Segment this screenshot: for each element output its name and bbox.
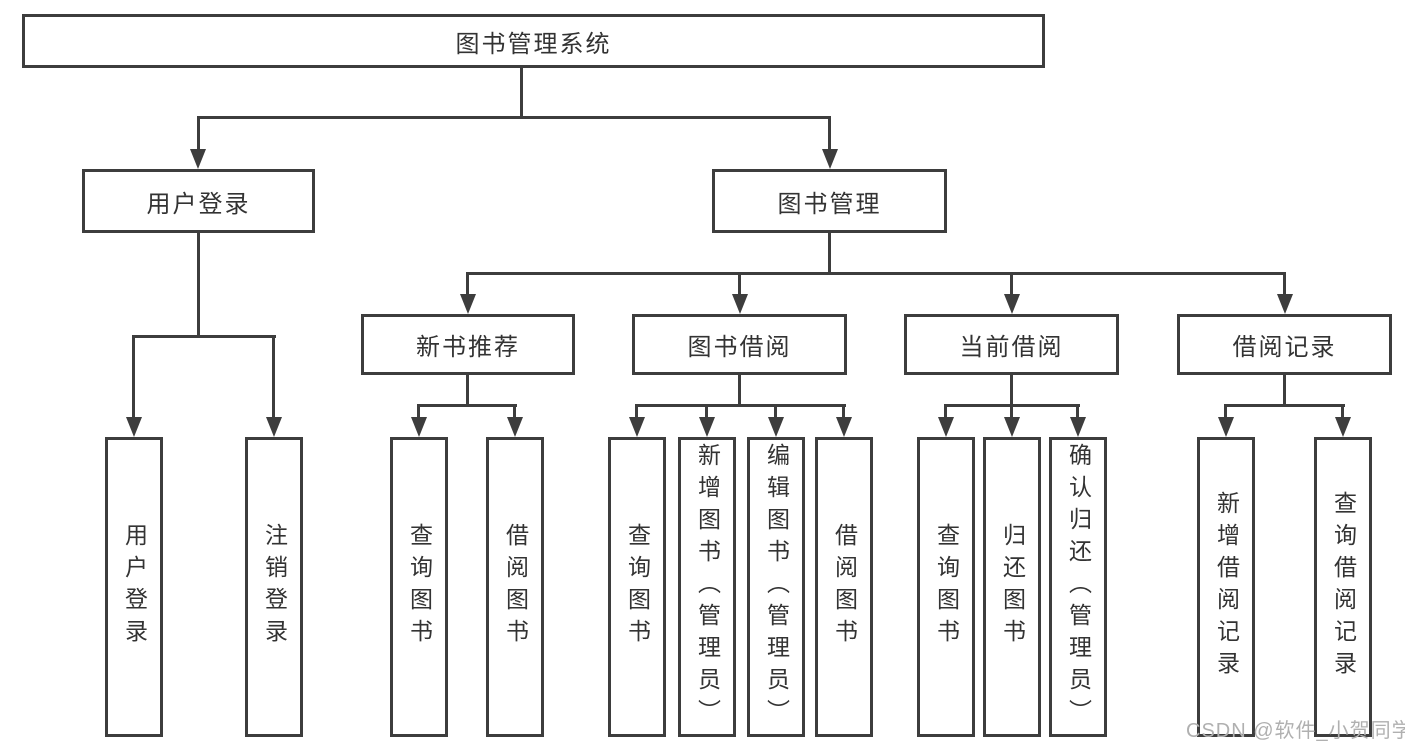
arrow-down-icon — [938, 417, 954, 437]
connector-stem — [1010, 272, 1013, 295]
node-leaf-recommend-query-books: 查询图书 — [390, 437, 448, 737]
arrow-down-icon — [460, 294, 476, 314]
connector-root-stem — [520, 66, 523, 119]
arrow-down-icon — [629, 417, 645, 437]
connector-stem — [132, 335, 135, 419]
connector-leaf-bus — [635, 404, 846, 407]
arrow-down-icon — [266, 417, 282, 437]
connector-stem — [417, 404, 420, 418]
node-leaf-recommend-borrow-books: 借阅图书 — [486, 437, 544, 737]
node-leaf-add-borrow-record: 新增借阅记录 — [1197, 437, 1255, 737]
node-leaf-edit-books-admin: 编辑图书（管理员） — [747, 437, 805, 737]
connector-level2-bus — [197, 116, 831, 119]
connector-stem — [1283, 373, 1286, 406]
connector-stem — [1341, 404, 1344, 418]
connector-stem — [828, 231, 831, 275]
arrow-down-icon — [1335, 417, 1351, 437]
node-leaf-confirm-return-admin: 确认归还（管理员） — [1049, 437, 1107, 737]
connector-stem — [774, 404, 777, 418]
connector-stem — [197, 231, 200, 337]
node-leaf-logout: 注销登录 — [245, 437, 303, 737]
arrow-down-icon — [126, 417, 142, 437]
arrow-down-icon — [836, 417, 852, 437]
connector-stem — [842, 404, 845, 418]
node-leaf-add-books-admin: 新增图书（管理员） — [678, 437, 736, 737]
connector-stem — [1076, 404, 1079, 418]
arrow-down-icon — [190, 149, 206, 169]
arrow-down-icon — [507, 417, 523, 437]
connector-stem — [738, 272, 741, 295]
arrow-down-icon — [1277, 294, 1293, 314]
connector-stem — [828, 116, 831, 150]
connector-stem — [1010, 373, 1013, 406]
connector-stem — [1283, 272, 1286, 295]
connector-level3-bus — [466, 272, 1286, 275]
connector-stem — [738, 373, 741, 406]
node-book-management: 图书管理 — [712, 169, 947, 233]
connector-stem — [705, 404, 708, 418]
node-leaf-borrow-query-books: 查询图书 — [608, 437, 666, 737]
connector-stem — [466, 373, 469, 406]
connector-leaf-bus — [1224, 404, 1345, 407]
node-leaf-query-borrow-record: 查询借阅记录 — [1314, 437, 1372, 737]
connector-stem — [1224, 404, 1227, 418]
node-leaf-user-login: 用户登录 — [105, 437, 163, 737]
connector-stem — [513, 404, 516, 418]
connector-stem — [1010, 404, 1013, 418]
arrow-down-icon — [1070, 417, 1086, 437]
connector-stem — [635, 404, 638, 418]
arrow-down-icon — [1218, 417, 1234, 437]
node-leaf-current-query-books: 查询图书 — [917, 437, 975, 737]
node-root-system: 图书管理系统 — [22, 14, 1045, 68]
node-borrow-records: 借阅记录 — [1177, 314, 1392, 375]
connector-stem — [272, 335, 275, 419]
arrow-down-icon — [699, 417, 715, 437]
arrow-down-icon — [768, 417, 784, 437]
arrow-down-icon — [411, 417, 427, 437]
connector-stem — [197, 116, 200, 150]
node-current-borrow: 当前借阅 — [904, 314, 1119, 375]
arrow-down-icon — [822, 149, 838, 169]
connector-login-bus — [132, 335, 276, 338]
connector-stem — [944, 404, 947, 418]
arrow-down-icon — [732, 294, 748, 314]
node-book-borrow: 图书借阅 — [632, 314, 847, 375]
connector-leaf-bus — [417, 404, 517, 407]
arrow-down-icon — [1004, 294, 1020, 314]
arrow-down-icon — [1004, 417, 1020, 437]
node-leaf-borrow-books: 借阅图书 — [815, 437, 873, 737]
connector-stem — [466, 272, 469, 295]
node-leaf-return-books: 归还图书 — [983, 437, 1041, 737]
node-new-book-recommend: 新书推荐 — [361, 314, 575, 375]
csdn-watermark: CSDN @软件_小贺同学 — [1186, 720, 1405, 742]
node-user-login: 用户登录 — [82, 169, 315, 233]
